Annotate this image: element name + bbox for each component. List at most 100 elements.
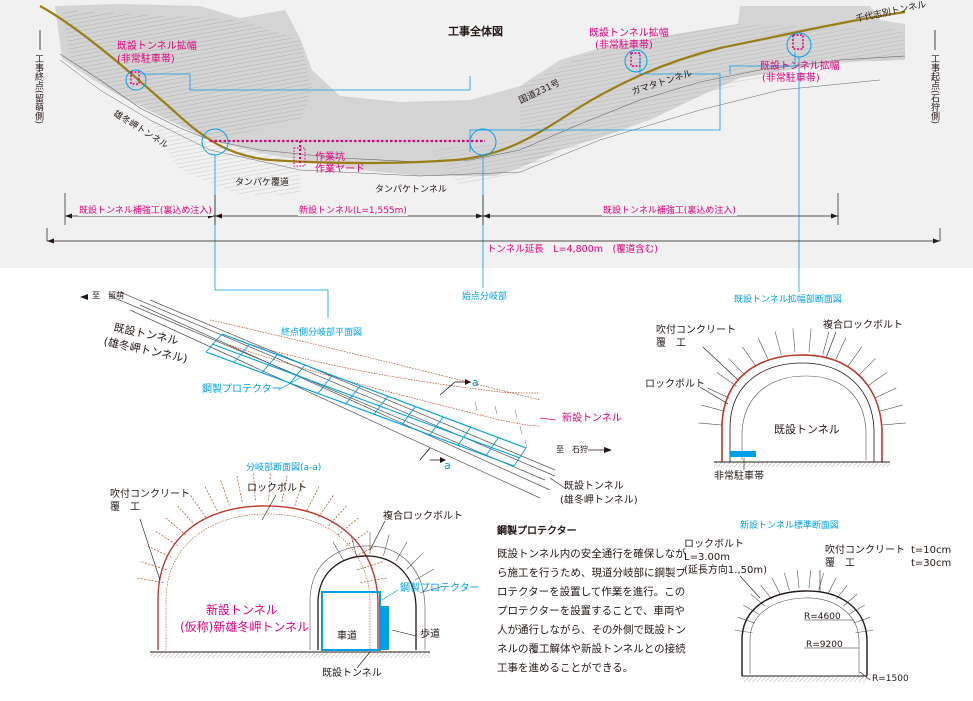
standard-rockbolt-pitch: (延長方向1.,50m) (684, 565, 767, 576)
plan-section-mark-bottom: a (444, 459, 451, 472)
aa-new-tunnel-sub: (仮称)新雄冬岬トンネル (180, 620, 310, 634)
expand-rockbolt-line (707, 387, 730, 399)
expand-rockbolt-line (835, 337, 847, 360)
aa-rockbolt-line (268, 472, 271, 501)
standard-rockbolt-length: L=3.00m (684, 552, 730, 563)
aa-composite-bolts (332, 532, 442, 593)
plan-section-arrowheads (440, 379, 471, 463)
aa-rockbolt-line (189, 494, 206, 518)
aa-rockbolt-line (204, 485, 218, 511)
aa-steel-protector: 鋼製プロテクター (400, 583, 480, 594)
plan-existing-tunnel (109, 291, 556, 499)
standard-rockbolt-line (843, 594, 858, 607)
expand-rockbolt-line (874, 387, 897, 399)
expand-rockbolt-line (742, 346, 757, 367)
standard-rockbolt-line (855, 629, 874, 634)
standard-rockbolt-line (848, 604, 865, 615)
plan-bolt-ticks (474, 401, 528, 449)
leader-left-label (140, 73, 471, 91)
coast-line-2 (59, 59, 881, 177)
aa-composite-bolt-line (332, 541, 345, 562)
label-tanpake-shed: タンパケ覆道 (235, 178, 290, 188)
protector-rung (261, 354, 278, 374)
overview-title: 工事全体図 (448, 25, 503, 38)
plan-existing-tunnel2-label: 既設トンネル (564, 481, 624, 492)
expand-rockbolt-line (822, 331, 830, 355)
callout-expand-section: 既設トンネル拡幅部断面図 (734, 295, 842, 305)
expand-rockbolt-line (879, 404, 903, 412)
expand-rockbolt-line (792, 328, 796, 353)
aa-rockbolt-line (294, 478, 305, 506)
terrain-hatch-mid2 (430, 140, 560, 185)
section-expand (698, 328, 906, 470)
aa-composite-bolt-line (350, 534, 357, 556)
label-tanpake-tunnel: タンパケトンネル (375, 185, 447, 195)
aa-rockbolt-line (318, 494, 335, 518)
protector-description: 既設トンネル内の安全通行を確保しながら施工を行うため、現道分岐部に鋼製プロテクタ… (497, 548, 686, 674)
protector-rung (429, 416, 444, 436)
protector-rung (205, 333, 223, 353)
section-aa (135, 472, 442, 669)
expand-rockbolt-line (757, 337, 769, 360)
aa-composite-bolt: 複合ロックボルト (383, 511, 463, 522)
plan-section-mark-top: a (472, 376, 479, 389)
terrain-hatch (62, 10, 312, 140)
protector-rung (373, 395, 389, 415)
expand-rockbolt-line (728, 358, 746, 376)
to-rumoi-arrow (80, 294, 88, 300)
expand-rockbolt-line (858, 358, 876, 376)
expand-rockbolt-line (701, 404, 725, 412)
aa-shotcrete: 吹付コンクリート (110, 489, 190, 500)
plan-leader-existing (549, 477, 566, 489)
protector-rung (233, 344, 250, 363)
aa-composite-bolt-line (383, 534, 390, 556)
standard-rockbolt-line (734, 629, 753, 634)
label-expand-mid: 既設トンネル拡幅 (589, 28, 669, 39)
protector-rung (345, 385, 361, 405)
plan-new-tunnel-label: 新設トンネル (562, 413, 622, 424)
dim-mid-label: 新設トンネル(L=1,555m) (298, 206, 408, 216)
aa-rockbolt-line (328, 504, 348, 526)
label-expand-mid-sub: (非常駐車帯) (595, 40, 653, 51)
plan-steel-protector (205, 333, 527, 467)
aa-composite-bolt-line (406, 553, 423, 570)
aa-rockbolt-line (164, 516, 187, 536)
leader-end-plan (215, 289, 329, 318)
end-point-label: 工事終点(留萌側) (33, 54, 43, 125)
expand-rockbolt: ロックボルト (645, 379, 705, 390)
standard-rockbolt-line (760, 584, 773, 600)
plan-protector-rungs (205, 333, 527, 467)
expand-rockbolt-line (808, 328, 812, 353)
aa-new-tunnel: 新設トンネル (206, 603, 278, 617)
standard-shotcrete: 吹付コンクリート (825, 545, 905, 556)
protector-rung (401, 406, 416, 425)
protector-rung (317, 375, 333, 394)
to-ishikari-arrow (604, 447, 612, 453)
standard-lining: 覆 工 (825, 558, 855, 569)
plan-leader-new-tunnel (539, 417, 557, 421)
section-aa-title: 分岐部断面図(a-a) (246, 463, 322, 473)
expand-rockbolt-line (867, 372, 888, 387)
label-work-shaft: 作業坑 (315, 152, 345, 163)
expand-lining: 覆 工 (656, 338, 686, 349)
standard-r1: R=4600 (804, 612, 841, 622)
plan-leader-protector (277, 377, 301, 391)
standard-rockbolt-line (853, 617, 871, 624)
aa-rockbolt: ロックボルト (247, 483, 307, 494)
standard-t2: t=30cm (911, 558, 952, 569)
aa-sidewalk: 歩道 (420, 629, 440, 640)
standard-r2: R=9200 (806, 640, 843, 650)
aa-rockbolt-line (219, 478, 230, 506)
label-expand-right-sub: (非常駐車帯) (762, 73, 820, 84)
aa-roadway: 車道 (337, 631, 357, 642)
dim-left-label: 既設トンネル補強工(裏込め注入) (78, 206, 213, 216)
standard-rockbolt-line (797, 570, 800, 589)
plan-to-rumoi: 至 留萌 (92, 291, 124, 300)
plan-steel-protector-label: 鋼製プロテクター (202, 384, 282, 395)
expand-shotcrete: 吹付コンクリート (656, 325, 736, 336)
plan-new-tunnel (209, 319, 541, 427)
aa-rockbolt-line (236, 474, 243, 503)
standard-rockbolt-line (771, 577, 781, 594)
